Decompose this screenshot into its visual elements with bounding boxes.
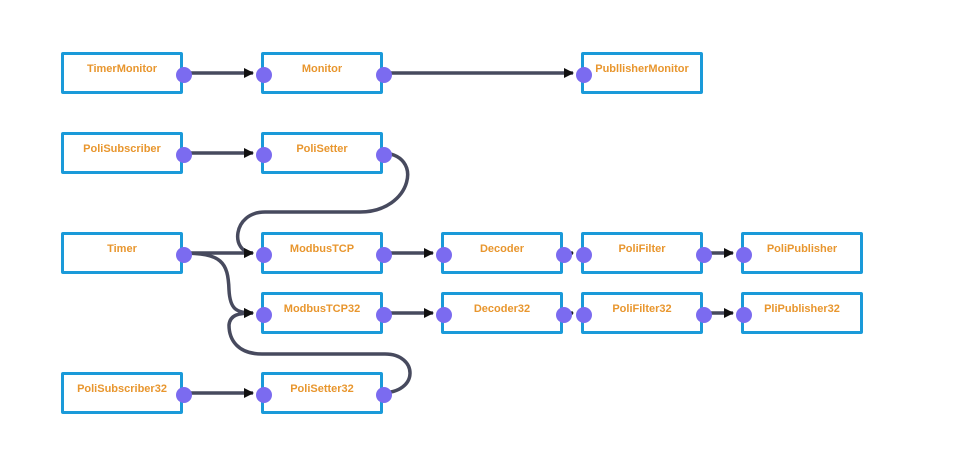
node-poli-subscriber32[interactable]: PoliSubscriber32: [61, 372, 192, 414]
input-port[interactable]: [576, 247, 592, 263]
node-decoder32[interactable]: Decoder32: [436, 292, 572, 334]
node-label: PoliSubscriber: [83, 143, 161, 155]
node-label: PoliSetter32: [290, 383, 354, 395]
node-label: ModbusTCP: [289, 243, 355, 255]
output-port[interactable]: [176, 147, 192, 163]
input-port[interactable]: [736, 247, 752, 263]
node-modbus-tcp32[interactable]: ModbusTCP32: [256, 292, 392, 334]
output-port[interactable]: [376, 307, 392, 323]
node-timer-monitor[interactable]: TimerMonitor: [61, 52, 192, 94]
node-decoder[interactable]: Decoder: [436, 232, 572, 274]
node-poli-filter[interactable]: PoliFilter: [576, 232, 712, 274]
input-port[interactable]: [256, 247, 272, 263]
node-modbus-tcp[interactable]: ModbusTCP: [256, 232, 392, 274]
input-port[interactable]: [436, 307, 452, 323]
node-label: Decoder32: [473, 303, 531, 315]
output-port[interactable]: [176, 67, 192, 83]
input-port[interactable]: [576, 67, 592, 83]
node-poli-setter32[interactable]: PoliSetter32: [256, 372, 392, 414]
output-port[interactable]: [376, 387, 392, 403]
node-label: PliPublisher32: [764, 303, 840, 315]
output-port[interactable]: [556, 307, 572, 323]
node-label: PoliFilter: [618, 243, 666, 255]
input-port[interactable]: [436, 247, 452, 263]
input-port[interactable]: [256, 307, 272, 323]
output-port[interactable]: [556, 247, 572, 263]
node-label: ModbusTCP32: [283, 303, 361, 315]
output-port[interactable]: [176, 387, 192, 403]
node-label: PoliSetter: [296, 143, 348, 155]
node-poli-subscriber[interactable]: PoliSubscriber: [61, 132, 192, 174]
node-label: TimerMonitor: [86, 63, 158, 75]
node-label: PoliFilter32: [612, 303, 672, 315]
connection-timer-to-modbus-tcp32[interactable]: [180, 251, 254, 318]
node-label: Decoder: [479, 243, 525, 255]
node-poli-filter32[interactable]: PoliFilter32: [576, 292, 712, 334]
output-port[interactable]: [376, 247, 392, 263]
node-publisher-monitor[interactable]: PubllisherMonitor: [576, 52, 703, 94]
node-poli-setter[interactable]: PoliSetter: [256, 132, 392, 174]
output-port[interactable]: [696, 247, 712, 263]
node-label: Monitor: [301, 63, 343, 75]
node-monitor[interactable]: Monitor: [256, 52, 392, 94]
output-port[interactable]: [176, 247, 192, 263]
input-port[interactable]: [256, 67, 272, 83]
output-port[interactable]: [376, 67, 392, 83]
node-timer[interactable]: Timer: [61, 232, 192, 274]
input-port[interactable]: [576, 307, 592, 323]
node-label: Timer: [107, 243, 137, 255]
node-label: PoliSubscriber32: [77, 383, 167, 395]
input-port[interactable]: [256, 147, 272, 163]
input-port[interactable]: [256, 387, 272, 403]
node-pli-publisher32[interactable]: PliPublisher32: [736, 292, 863, 334]
output-port[interactable]: [376, 147, 392, 163]
output-port[interactable]: [696, 307, 712, 323]
node-poli-publisher[interactable]: PoliPublisher: [736, 232, 863, 274]
node-label: PoliPublisher: [766, 243, 838, 255]
node-label: PubllisherMonitor: [595, 63, 689, 75]
input-port[interactable]: [736, 307, 752, 323]
